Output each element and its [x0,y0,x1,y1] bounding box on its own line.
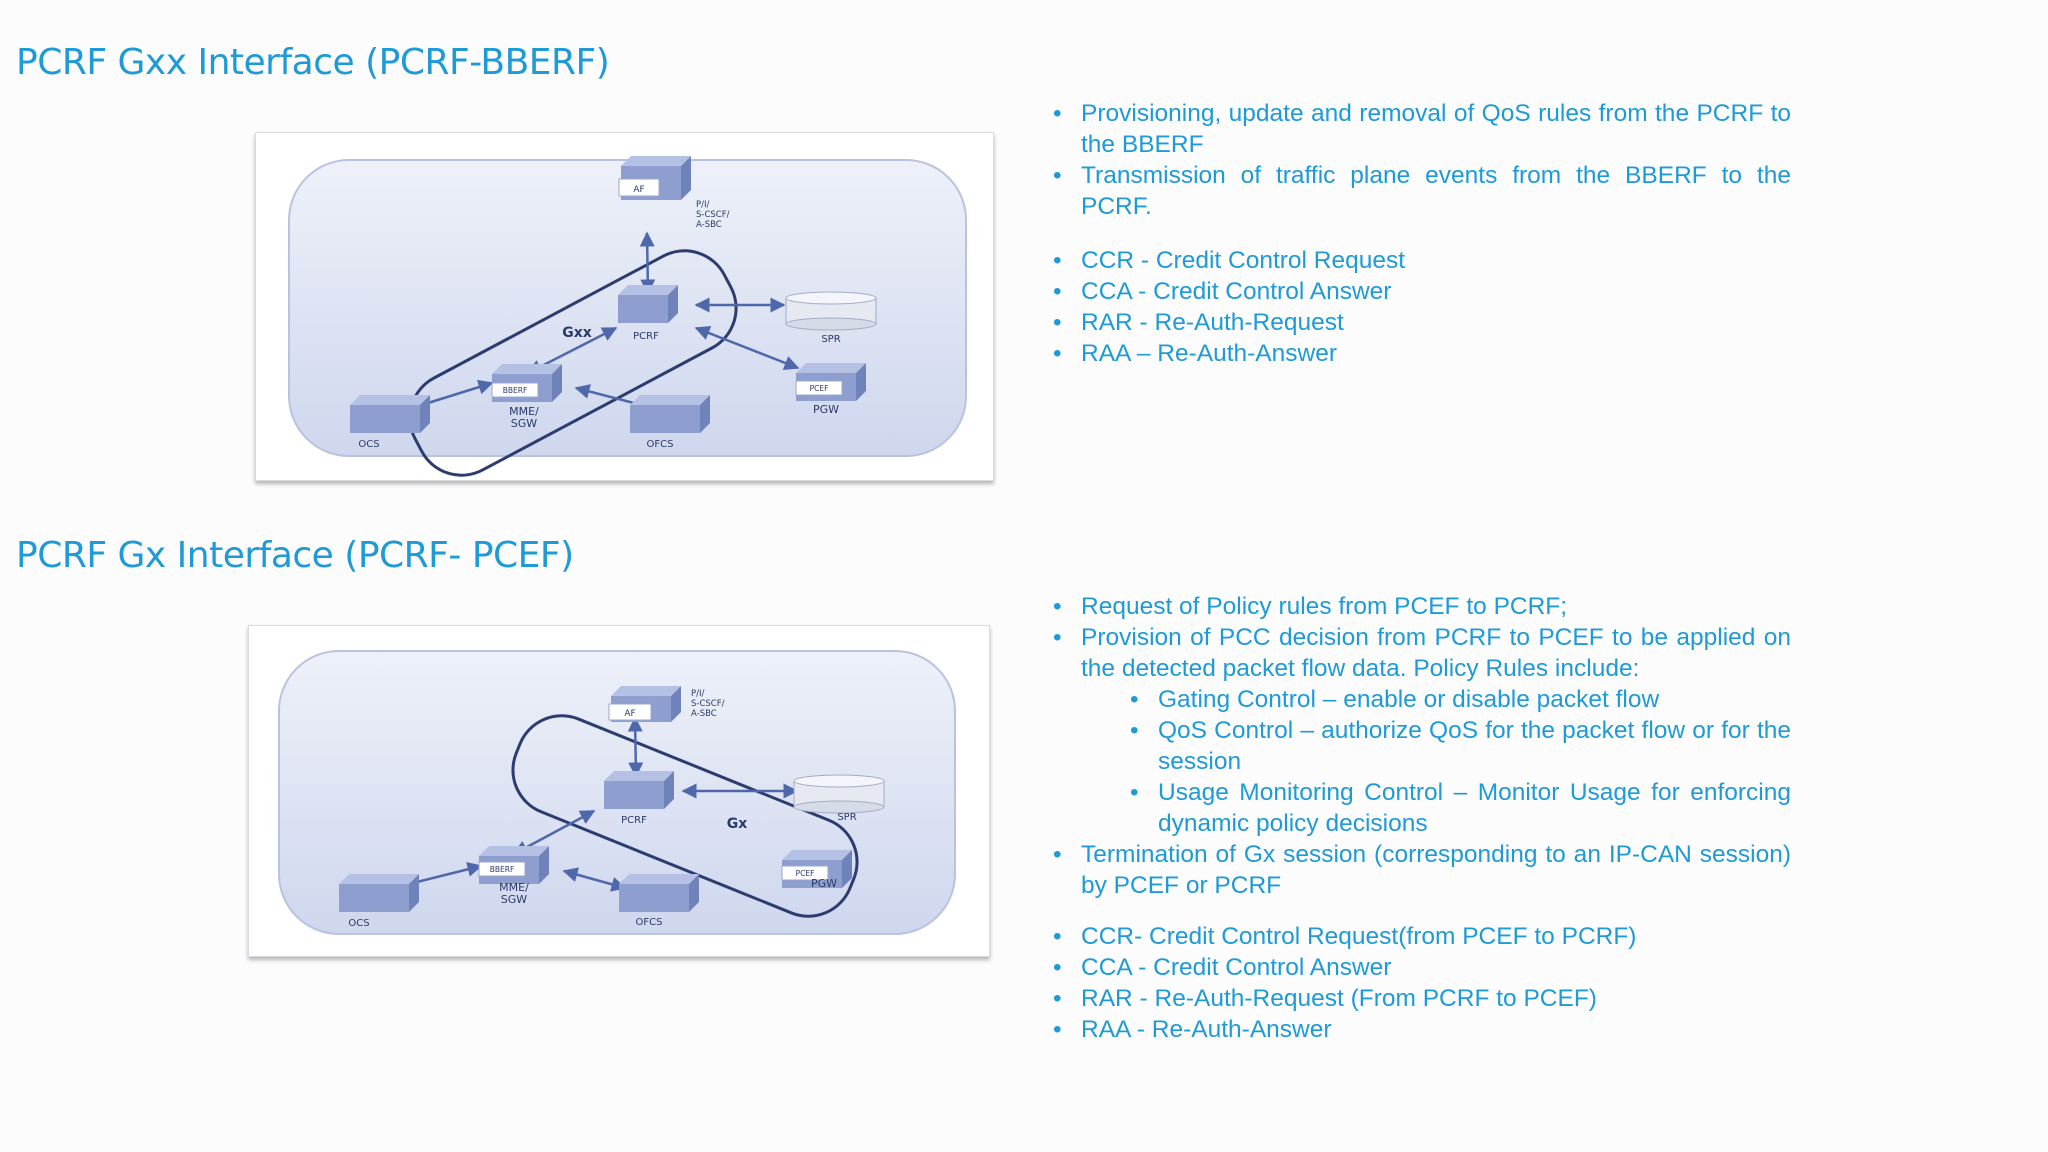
gxx-diagram: AF P/I/ S-CSCF/ A-SBC PCRF Gxx SPR BBE [255,132,994,481]
section2-bullets-c: Termination of Gx session (corresponding… [1053,839,1791,901]
section1-bullets-a: Provisioning, update and removal of QoS … [1053,98,1791,222]
spr-node [793,774,885,814]
af-note-line-1: P/I/ [691,689,704,699]
list-item: CCA - Credit Control Answer [1053,952,1791,983]
mme-label-line-2: SGW [501,893,528,906]
list-item: RAR - Re-Auth-Request (From PCRF to PCEF… [1053,983,1791,1014]
section1-bullets: Provisioning, update and removal of QoS … [1053,98,1791,369]
ofcs-label: OFCS [647,439,674,450]
pgw-label: PGW [811,877,837,890]
bberf-label: BBERF [503,386,528,395]
pcrf-node [618,285,678,323]
arrow-af-pcrf [639,231,656,295]
ocs-label: OCS [348,918,369,929]
arrow-bberf-ofcs [562,867,627,892]
mme-label-line-2: SGW [511,417,538,430]
list-item: QoS Control – authorize QoS for the pack… [1130,715,1791,777]
spr-label: SPR [821,334,840,345]
pcef-node: PCEF [781,850,852,888]
ofcs-label: OFCS [636,917,663,928]
section2-sub-bullets: Gating Control – enable or disable packe… [1130,684,1791,839]
mme-label-line-1: MME/ [499,881,529,894]
list-item: Termination of Gx session (corresponding… [1053,839,1791,901]
af-label: AF [624,709,635,719]
mme-label-line-1: MME/ [509,405,539,418]
section1-bullets-b: CCR - Credit Control Request CCA - Credi… [1053,245,1791,369]
gxx-diagram-svg: AF P/I/ S-CSCF/ A-SBC PCRF Gxx SPR BBE [288,156,967,477]
pcrf-label: PCRF [633,331,659,342]
pgw-label: PGW [813,403,839,416]
section2-bullets-d: CCR- Credit Control Request(from PCEF to… [1053,921,1791,1045]
interface-label: Gx [727,816,748,832]
bberf-node: BBERF [491,364,562,402]
pcef-node: PCEF [795,363,866,401]
section2-bullets-a: Request of Policy rules from PCEF to PCR… [1053,591,1791,684]
ofcs-node [630,395,710,433]
arrow-pcrf-pcef [694,325,800,371]
pcef-label: PCEF [810,384,829,393]
list-item: CCA - Credit Control Answer [1053,276,1791,307]
interface-label: Gxx [562,325,592,341]
af-label: AF [633,185,644,195]
pcef-label: PCEF [796,869,815,878]
af-note-line-2: S-CSCF/ [691,699,725,709]
af-node: AF [608,686,681,722]
section1-title: PCRF Gxx Interface (PCRF-BBERF) [16,42,610,83]
list-item: RAA - Re-Auth-Answer [1053,1014,1791,1045]
spr-node [785,291,877,331]
list-item: Gating Control – enable or disable packe… [1130,684,1791,715]
list-item: CCR- Credit Control Request(from PCEF to… [1053,921,1791,952]
af-note-line-3: A-SBC [691,709,717,719]
spr-label: SPR [837,812,856,823]
ofcs-node [619,874,699,912]
section2-bullets: Request of Policy rules from PCEF to PCR… [1053,591,1791,1045]
list-item: Request of Policy rules from PCEF to PCR… [1053,591,1791,622]
ocs-node [339,874,419,912]
list-item: Provisioning, update and removal of QoS … [1053,98,1791,160]
af-note-line-2: S-CSCF/ [696,210,730,220]
gx-diagram-svg: AF P/I/ S-CSCF/ A-SBC PCRF Gx SPR PCEF [278,650,956,935]
bberf-node: BBERF [478,846,549,884]
ocs-node [350,395,430,433]
list-item: Provision of PCC decision from PCRF to P… [1053,622,1791,684]
list-item: Transmission of traffic plane events fro… [1053,160,1791,222]
ocs-label: OCS [358,439,379,450]
interface-loop [511,714,859,918]
arrow-af-pcrf [627,716,644,778]
pcrf-node [604,771,674,809]
af-note-line-1: P/I/ [696,200,709,210]
bberf-label: BBERF [490,865,515,874]
pcrf-label: PCRF [621,815,647,826]
gx-diagram: AF P/I/ S-CSCF/ A-SBC PCRF Gx SPR PCEF [248,625,990,957]
af-note-line-3: A-SBC [696,220,722,230]
section2-title: PCRF Gx Interface (PCRF- PCEF) [16,535,574,576]
list-item: CCR - Credit Control Request [1053,245,1791,276]
list-item: RAR - Re-Auth-Request [1053,307,1791,338]
list-item: RAA – Re-Auth-Answer [1053,338,1791,369]
list-item: Usage Monitoring Control – Monitor Usage… [1130,777,1791,839]
af-node: AF [618,156,691,200]
